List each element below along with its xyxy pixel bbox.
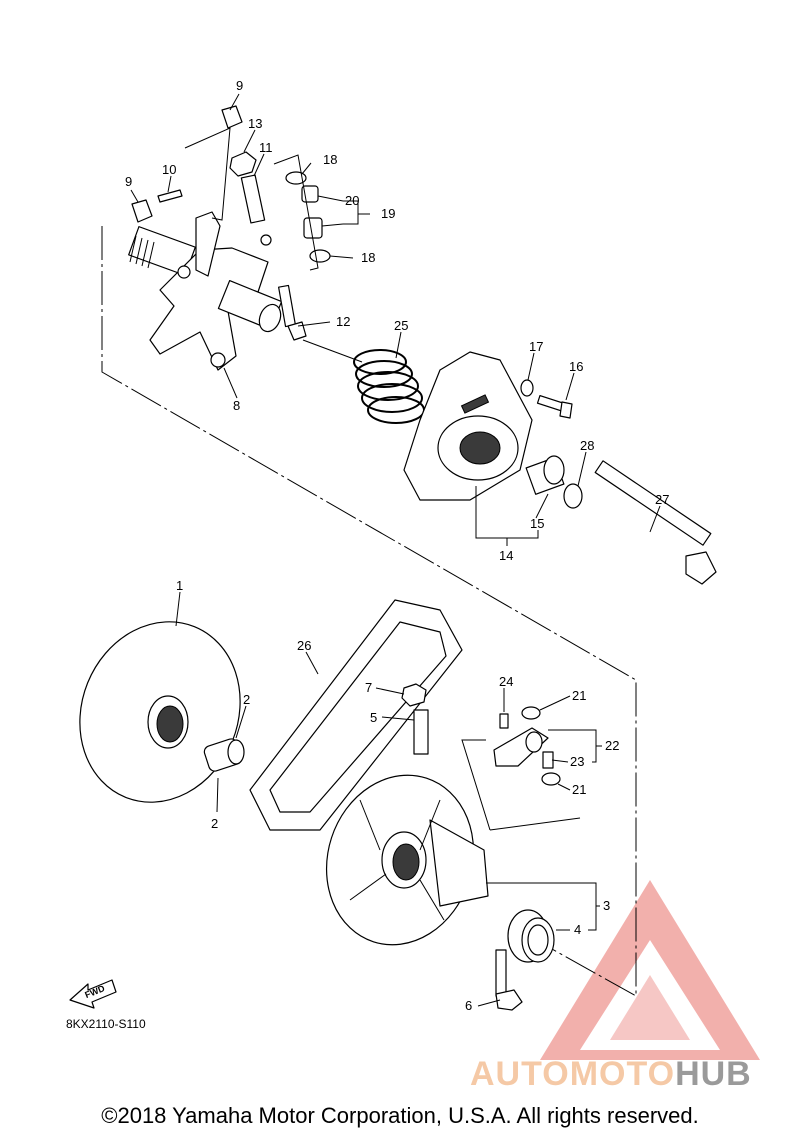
callout-24: 24	[499, 674, 513, 689]
cover-plate-part	[403, 351, 533, 501]
callout-13: 13	[248, 116, 262, 131]
washer-21-lower	[541, 772, 561, 786]
callout-7: 7	[365, 680, 372, 695]
callout-15: 15	[530, 516, 544, 531]
slider-block-left	[131, 199, 153, 223]
watermark-part2: HUB	[675, 1055, 752, 1093]
callout-23: 23	[570, 754, 584, 769]
callout-5: 5	[370, 710, 377, 725]
spider-shaft-part	[128, 211, 283, 371]
weight-part	[493, 727, 549, 767]
callout-22: 22	[605, 738, 619, 753]
callout-20: 20	[345, 193, 359, 208]
nut-7-part	[401, 683, 427, 707]
bushing-4-part	[507, 909, 555, 963]
callout-labels: 9 13 11 10 9 18 20 19 18 12 25 17 16 8 2…	[125, 78, 669, 1013]
drive-belt-part	[249, 599, 463, 831]
callout-18: 18	[323, 152, 337, 167]
callout-2: 2	[211, 816, 218, 831]
callout-6: 6	[465, 998, 472, 1013]
callout-3: 3	[603, 898, 610, 913]
washer-lower	[309, 249, 331, 263]
callout-11: 11	[259, 140, 273, 155]
washer-21-upper	[521, 706, 541, 720]
pin-part	[157, 189, 183, 203]
assembly-phantom-line	[101, 226, 637, 997]
bolt-6-part	[495, 949, 523, 1011]
catalog-code: 8KX2110-S110	[66, 1017, 146, 1031]
movable-sheave-part	[325, 774, 489, 946]
pin-24-part	[499, 713, 509, 729]
callout-18: 18	[361, 250, 375, 265]
watermark-logo	[540, 880, 760, 1060]
nut-part	[229, 151, 257, 177]
bushing-2-part	[203, 738, 245, 772]
fwd-arrow-icon: FWD	[69, 979, 117, 1009]
callout-21: 21	[572, 782, 586, 797]
washer-28-part	[563, 483, 583, 509]
slider-block-upper	[221, 105, 243, 129]
callout-8: 8	[233, 398, 240, 413]
callout-19: 19	[381, 206, 395, 221]
washer-upper	[285, 171, 307, 185]
bolt-12-part	[278, 284, 307, 341]
callout-9: 9	[125, 174, 132, 189]
callout-21: 21	[572, 688, 586, 703]
callout-1: 1	[176, 578, 183, 593]
bolt-16-part	[536, 394, 573, 419]
bushing-lower	[303, 217, 323, 239]
callout-27: 27	[655, 492, 669, 507]
watermark-part1: AUTOMOTO	[470, 1055, 676, 1093]
callout-16: 16	[569, 359, 583, 374]
callout-10: 10	[162, 162, 176, 177]
callout-25: 25	[394, 318, 408, 333]
callout-26: 26	[297, 638, 311, 653]
collar-5-part	[413, 709, 429, 755]
callout-12: 12	[336, 314, 350, 329]
collar-23-part	[542, 751, 554, 769]
leader-lines	[130, 93, 661, 1007]
sheave-part	[79, 621, 241, 803]
watermark-text: AUTOMOTOHUB	[470, 1055, 752, 1094]
callout-17: 17	[529, 339, 543, 354]
collar-part	[240, 174, 266, 224]
copyright-notice: ©2018 Yamaha Motor Corporation, U.S.A. A…	[101, 1103, 699, 1128]
bushing-15-part	[525, 455, 565, 495]
callout-4: 4	[574, 922, 581, 937]
callout-2: 2	[243, 692, 250, 707]
washer-17-part	[520, 379, 534, 397]
callout-28: 28	[580, 438, 594, 453]
spring-part	[353, 349, 425, 424]
bolt-27-part	[594, 460, 717, 585]
callout-9: 9	[236, 78, 243, 93]
callout-14: 14	[499, 548, 513, 563]
